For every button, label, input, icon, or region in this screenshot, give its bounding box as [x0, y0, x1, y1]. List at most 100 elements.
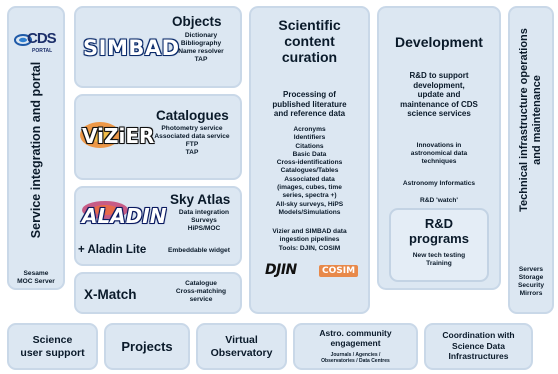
curation-item: Associated data — [284, 175, 335, 183]
development-innovation-line: astronomical data — [410, 150, 468, 157]
service-portal-title: Service integration and portal — [29, 61, 43, 239]
sky-atlas-item: Data integration — [178, 209, 230, 216]
curation-item: Citations — [295, 142, 324, 150]
sky-atlas-panel: ALADIN Sky Atlas Data integration Survey… — [74, 186, 242, 266]
objects-item: TAP — [194, 56, 208, 63]
curation-pipeline-line: ingestion pipelines — [279, 236, 340, 244]
curation-items: Acronyms Identifiers Citations Basic Dat… — [251, 126, 368, 217]
virtual-observatory-label: Virtual Observatory — [198, 334, 285, 359]
curation-item: All-sky surveys, HiPS — [275, 200, 344, 208]
astro-engagement-panel: Astro. community engagement Journals / A… — [293, 323, 418, 370]
coordination-line: Infrastructures — [448, 351, 509, 361]
curation-item: Basic Data — [292, 150, 327, 158]
curation-title: Scientific content curation — [251, 17, 368, 65]
projects-panel: Projects — [104, 323, 190, 370]
curation-item: Acronyms — [293, 126, 326, 133]
objects-title: Objects — [172, 14, 222, 29]
xmatch-desc-line: Cross-matching — [175, 288, 227, 295]
coordination-line: Coordination with — [442, 330, 515, 340]
xmatch-title: X-Match — [84, 287, 137, 302]
xmatch-desc: Catalogue Cross-matching service — [162, 280, 240, 304]
infrastructure-item: Security — [517, 282, 545, 289]
rd-programs-panel: R&D programs New tech testing Training — [389, 208, 489, 282]
rd-programs-item: New tech testing — [412, 252, 466, 259]
development-rd-line: science services — [407, 109, 471, 118]
curation-subtitle: Processing of published literature and r… — [251, 90, 368, 119]
curation-title-line: Scientific — [278, 17, 341, 33]
infrastructure-item: Storage — [518, 274, 544, 281]
infrastructure-title-line: Technical infrastructure operations — [518, 28, 530, 212]
astro-engagement-sub-line: Journals / Agencies / — [330, 352, 381, 358]
sky-atlas-items: Data integration Surveys HiPS/MOC — [166, 209, 242, 233]
rd-programs-item: Training — [426, 260, 452, 267]
virtual-observatory-line: Observatory — [210, 346, 273, 359]
virtual-observatory-panel: Virtual Observatory — [196, 323, 287, 370]
simbad-logo: SIMBAD — [83, 36, 180, 60]
catalogues-item: Photometry service — [161, 125, 223, 132]
catalogues-panel: ViZiER Catalogues Photometry service Ass… — [74, 94, 242, 180]
curation-pipeline-line: Vizier and SIMBAD data — [272, 228, 347, 235]
cds-logo-text: CDS — [27, 30, 57, 47]
moc-server-label: MOC Server — [17, 278, 55, 285]
catalogues-items: Photometry service Associated data servi… — [140, 125, 244, 157]
infrastructure-panel: Technical infrastructure operations and … — [508, 6, 554, 314]
astro-engagement-line: engagement — [330, 338, 381, 348]
science-support-line: user support — [20, 346, 85, 359]
infrastructure-item: Servers — [518, 266, 544, 273]
curation-subtitle-line: published literature — [272, 99, 347, 109]
xmatch-desc-line: Catalogue — [185, 280, 217, 287]
science-support-panel: Science user support — [7, 323, 98, 370]
infrastructure-items: Servers Storage Security Mirrors — [510, 266, 552, 298]
infrastructure-item: Mirrors — [519, 290, 543, 297]
rd-programs-title: R&D programs — [391, 216, 487, 246]
curation-item: Catalogues/Tables — [280, 167, 339, 175]
cds-portal-logo: CDS PORTAL — [13, 28, 61, 58]
infrastructure-title: Technical infrastructure operations and … — [518, 28, 544, 212]
virtual-observatory-line: Virtual — [225, 334, 258, 346]
development-informatics: Astronomy Informatics — [402, 180, 476, 187]
infrastructure-title-line: and maintenance — [531, 75, 543, 165]
curation-item: Cross-identifications — [276, 159, 343, 167]
catalogues-item: Associated data service — [154, 133, 230, 140]
curation-title-line: content — [284, 33, 335, 49]
objects-item: Name resolver — [178, 48, 224, 55]
science-support-label: Science user support — [9, 334, 96, 359]
cosim-logo: COSIM — [319, 265, 359, 277]
projects-label: Projects — [121, 339, 173, 354]
coordination-panel: Coordination with Science Data Infrastru… — [424, 323, 533, 370]
coordination-line: Science Data — [452, 340, 505, 351]
curation-item: Models/Simulations — [278, 208, 341, 216]
sky-atlas-item: Surveys — [191, 217, 217, 224]
cds-logo-icon — [14, 34, 32, 46]
development-innovations: Innovations in astronomical data techniq… — [379, 142, 499, 166]
sky-atlas-item: HiPS/MOC — [187, 225, 221, 232]
vizier-swirl-icon — [80, 122, 120, 148]
curation-pipelines: Vizier and SIMBAD data ingestion pipelin… — [251, 228, 368, 253]
development-innovation-line: techniques — [421, 158, 457, 165]
catalogues-title: Catalogues — [156, 108, 229, 123]
rd-programs-items: New tech testing Training — [391, 252, 487, 268]
curation-subtitle-line: Processing of — [283, 90, 336, 99]
sesame-label: Sesame — [23, 270, 49, 277]
objects-panel: SIMBAD Objects Dictionary Bibliography N… — [74, 6, 242, 88]
curation-pipeline-line: Tools: DJIN, COSIM — [278, 244, 341, 252]
curation-subtitle-line: and reference data — [273, 109, 346, 118]
aladin-swirl-icon — [82, 201, 128, 219]
curation-item: series, spectra +) — [282, 192, 337, 200]
development-rd-line: update and — [417, 90, 461, 99]
vizier-logo: ViZiER — [82, 124, 155, 148]
djin-logo: DJIN — [265, 262, 297, 278]
astro-engagement-line: Astro. community — [319, 328, 392, 338]
curation-item: Identifiers — [293, 134, 326, 142]
development-rd-line: maintenance of CDS — [400, 99, 478, 109]
aladin-lite-label: + Aladin Lite — [78, 244, 147, 256]
astro-engagement-sub-line: Observatories / Data Centres — [321, 358, 390, 364]
xmatch-desc-line: service — [189, 296, 213, 303]
coordination-label: Coordination with Science Data Infrastru… — [426, 330, 531, 362]
rd-programs-title-line: programs — [409, 231, 469, 246]
sky-atlas-title: Sky Atlas — [170, 192, 231, 207]
development-rd: R&D to support development, update and m… — [379, 71, 499, 119]
objects-item: Bibliography — [180, 40, 222, 47]
rd-programs-title-line: R&D — [424, 216, 454, 231]
astro-engagement-label: Astro. community engagement — [295, 328, 416, 348]
